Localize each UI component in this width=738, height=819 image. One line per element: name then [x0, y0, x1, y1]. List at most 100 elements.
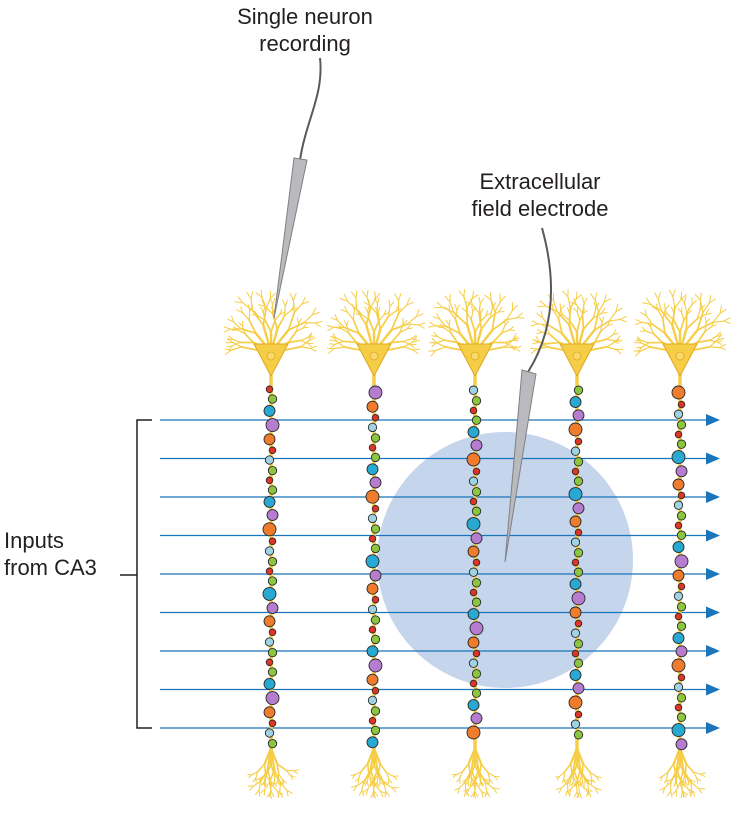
synapse: [371, 726, 379, 734]
synapse: [677, 531, 685, 539]
synapse: [470, 622, 483, 635]
synapse: [268, 486, 276, 494]
synapse: [371, 616, 379, 624]
synapse: [368, 514, 376, 522]
synapse: [570, 670, 581, 681]
synapse: [265, 547, 273, 555]
synapse: [676, 739, 687, 750]
synapse: [371, 707, 379, 715]
inputs-from-ca3-label: Inputs from CA3: [4, 527, 97, 581]
synapse: [677, 713, 685, 721]
pyramidal-neuron: [224, 290, 322, 798]
synapse: [673, 633, 684, 644]
field-electrode-label: Extracellular field electrode: [440, 168, 640, 222]
synapse: [267, 510, 278, 521]
synapse: [265, 638, 273, 646]
synapse: [678, 583, 685, 590]
neuron-nucleus: [573, 352, 581, 360]
synapse: [367, 674, 378, 685]
synapse: [371, 544, 379, 552]
input-fiber-arrowhead: [706, 453, 720, 465]
synapse: [468, 637, 479, 648]
neurons: [224, 289, 730, 798]
synapse: [266, 692, 279, 705]
synapse: [570, 579, 581, 590]
synapse: [371, 434, 379, 442]
synapse: [268, 395, 276, 403]
neuron-nucleus: [267, 352, 275, 360]
synapse: [672, 451, 685, 464]
input-fiber-arrowhead: [706, 722, 720, 734]
synapse: [571, 629, 579, 637]
synapse: [471, 533, 482, 544]
synapse: [468, 427, 479, 438]
synapse: [372, 414, 379, 421]
synapse: [266, 419, 279, 432]
input-fiber-arrowhead: [706, 530, 720, 542]
synapse: [574, 477, 582, 485]
synapse: [571, 447, 579, 455]
synapse-column: [672, 386, 688, 750]
synapse: [676, 466, 687, 477]
synapse: [574, 458, 582, 466]
synapse: [673, 479, 684, 490]
input-fiber-arrowhead: [706, 491, 720, 503]
neuron-nucleus: [471, 352, 479, 360]
synapse: [472, 488, 480, 496]
synapse: [369, 386, 382, 399]
synapse: [469, 386, 477, 394]
synapse: [472, 689, 480, 697]
synapse: [368, 605, 376, 613]
synapse: [570, 397, 581, 408]
synapse: [574, 640, 582, 648]
field-electrode-wire: [528, 228, 551, 372]
synapse: [372, 687, 379, 694]
synapse: [264, 707, 275, 718]
synapse: [571, 538, 579, 546]
synapse: [572, 592, 585, 605]
inputs-label-line-1: Inputs: [4, 527, 97, 554]
synapse: [676, 646, 687, 657]
synapse: [575, 438, 582, 445]
synapse: [268, 577, 276, 585]
synapse: [468, 700, 479, 711]
synapse: [472, 579, 480, 587]
synapse: [575, 620, 582, 627]
synapse: [677, 421, 685, 429]
synapse: [372, 505, 379, 512]
synapse: [472, 416, 480, 424]
synapse: [368, 696, 376, 704]
synapse: [574, 568, 582, 576]
synapse: [678, 674, 685, 681]
synapse: [264, 434, 275, 445]
single-neuron-wire: [300, 58, 321, 160]
synapse: [268, 466, 276, 474]
synapse: [468, 609, 479, 620]
synapse: [677, 512, 685, 520]
synapse: [672, 659, 685, 672]
synapse: [369, 535, 376, 542]
synapse: [263, 523, 276, 536]
synapse: [574, 386, 582, 394]
synapse: [367, 646, 378, 657]
synapse: [674, 683, 682, 691]
synapse: [572, 559, 579, 566]
synapse: [367, 737, 378, 748]
synapse: [673, 542, 684, 553]
synapse: [672, 724, 685, 737]
inputs-bracket: [120, 420, 152, 728]
synapse: [267, 603, 278, 614]
synapse: [472, 670, 480, 678]
synapse: [467, 726, 480, 739]
basal-dendrite: [248, 748, 299, 799]
synapse: [573, 503, 584, 514]
synapse: [367, 583, 378, 594]
synapse: [675, 613, 682, 620]
single-neuron-label-line-1: Single neuron: [200, 3, 410, 30]
synapse: [371, 635, 379, 643]
synapse: [269, 447, 276, 454]
input-fiber-arrowhead: [706, 568, 720, 580]
synapse: [569, 423, 582, 436]
